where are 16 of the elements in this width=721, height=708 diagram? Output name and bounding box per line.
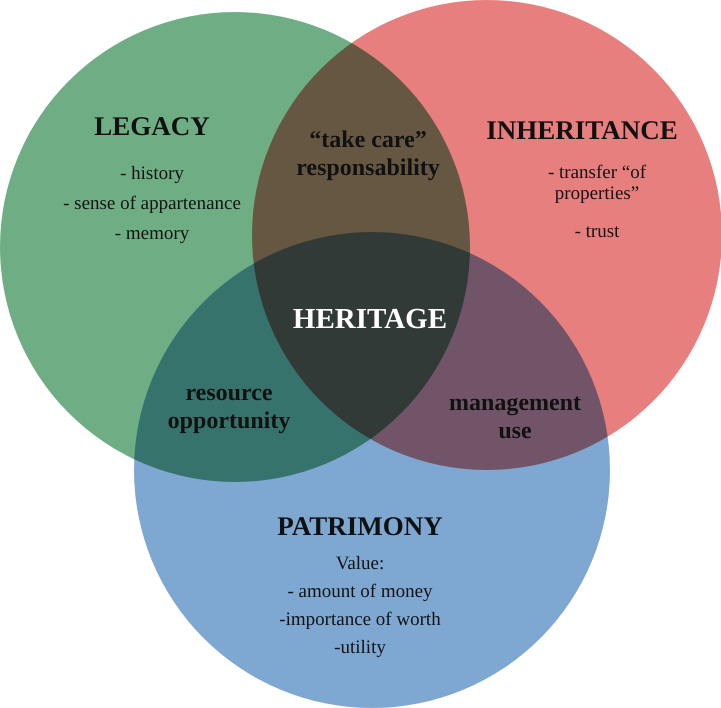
overlap-label: management use: [448, 390, 582, 446]
list-item: - amount of money: [286, 582, 434, 603]
list-item: - transfer “of properties”: [546, 163, 648, 205]
overlap-label: resource opportunity: [166, 380, 292, 436]
list-item: - history: [119, 164, 185, 185]
circle-heading: INHERITANCE: [485, 116, 679, 146]
list-item: -importance of worth: [278, 610, 442, 631]
list-item: -utility: [333, 638, 387, 659]
list-item: - memory: [114, 224, 190, 245]
list-item: - sense of appartenance: [62, 194, 242, 215]
list-item: Value:: [334, 554, 386, 575]
circle-heading: PATRIMONY: [276, 512, 444, 542]
overlap-label: HERITAGE: [292, 303, 448, 336]
circle-heading: LEGACY: [93, 112, 211, 142]
list-item: - trust: [574, 222, 620, 243]
overlap-label: “take care” responsability: [295, 127, 441, 182]
